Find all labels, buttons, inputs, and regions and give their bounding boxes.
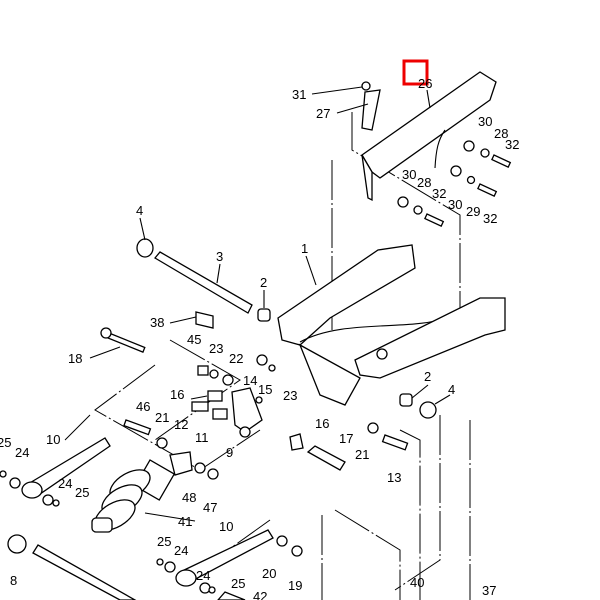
callout-29[interactable]: 29 bbox=[466, 204, 480, 219]
callout-25[interactable]: 25 bbox=[75, 485, 89, 500]
callout-2[interactable]: 2 bbox=[260, 275, 267, 290]
chain-guard bbox=[361, 71, 497, 202]
callout-16[interactable]: 16 bbox=[170, 387, 184, 402]
callout-27[interactable]: 27 bbox=[316, 106, 330, 121]
relay-arm-parts bbox=[100, 327, 437, 471]
callout-4[interactable]: 4 bbox=[136, 203, 143, 218]
callout-42[interactable]: 42 bbox=[253, 589, 267, 600]
callout-23[interactable]: 23 bbox=[209, 341, 223, 356]
callout-16[interactable]: 16 bbox=[315, 416, 329, 431]
callout-24[interactable]: 24 bbox=[196, 568, 210, 583]
callout-2[interactable]: 2 bbox=[424, 369, 431, 384]
highlight-box bbox=[402, 59, 429, 86]
callout-41[interactable]: 41 bbox=[178, 514, 192, 529]
callout-24[interactable]: 24 bbox=[58, 476, 72, 491]
callout-18[interactable]: 18 bbox=[68, 351, 82, 366]
callout-21[interactable]: 21 bbox=[155, 410, 169, 425]
part-number-labels: 31 26 27 30 28 32 30 28 32 30 29 32 4 3 … bbox=[0, 76, 519, 600]
callout-24[interactable]: 24 bbox=[174, 543, 188, 558]
callout-47[interactable]: 47 bbox=[203, 500, 217, 515]
callout-40[interactable]: 40 bbox=[410, 575, 424, 590]
pivot-shaft bbox=[136, 238, 271, 329]
callout-22[interactable]: 22 bbox=[229, 351, 243, 366]
callout-10[interactable]: 10 bbox=[46, 432, 60, 447]
callout-25[interactable]: 25 bbox=[157, 534, 171, 549]
lower-shaft bbox=[7, 534, 246, 600]
rear-shock bbox=[91, 451, 219, 533]
callout-46[interactable]: 46 bbox=[136, 399, 150, 414]
callout-8[interactable]: 8 bbox=[10, 573, 17, 588]
callout-21[interactable]: 21 bbox=[355, 447, 369, 462]
callout-19[interactable]: 19 bbox=[288, 578, 302, 593]
callout-30[interactable]: 30 bbox=[402, 167, 416, 182]
callout-9[interactable]: 9 bbox=[226, 445, 233, 460]
callout-24[interactable]: 24 bbox=[15, 445, 29, 460]
callout-3[interactable]: 3 bbox=[216, 249, 223, 264]
callout-13[interactable]: 13 bbox=[387, 470, 401, 485]
callout-17[interactable]: 17 bbox=[339, 431, 353, 446]
callout-25[interactable]: 25 bbox=[231, 576, 245, 591]
callout-28[interactable]: 28 bbox=[417, 175, 431, 190]
callout-38[interactable]: 38 bbox=[150, 315, 164, 330]
callout-1[interactable]: 1 bbox=[301, 241, 308, 256]
callout-32[interactable]: 32 bbox=[432, 186, 446, 201]
callout-11[interactable]: 11 bbox=[195, 430, 209, 445]
callout-32[interactable]: 32 bbox=[483, 211, 497, 226]
chain-guard-fasteners bbox=[397, 140, 512, 228]
connecting-rods bbox=[0, 437, 303, 594]
callout-12[interactable]: 12 bbox=[174, 417, 188, 432]
callout-28[interactable]: 28 bbox=[494, 126, 508, 141]
callout-26[interactable]: 26 bbox=[418, 76, 432, 91]
callout-10[interactable]: 10 bbox=[219, 519, 233, 534]
swingarm bbox=[277, 244, 506, 406]
callout-48[interactable]: 48 bbox=[182, 490, 196, 505]
callout-45[interactable]: 45 bbox=[187, 332, 201, 347]
callout-14[interactable]: 14 bbox=[243, 373, 257, 388]
callout-31[interactable]: 31 bbox=[292, 87, 306, 102]
callout-32[interactable]: 32 bbox=[505, 137, 519, 152]
callout-30[interactable]: 30 bbox=[478, 114, 492, 129]
callout-20[interactable]: 20 bbox=[262, 566, 276, 581]
callout-30[interactable]: 30 bbox=[448, 197, 462, 212]
callout-4[interactable]: 4 bbox=[448, 382, 455, 397]
callout-23[interactable]: 23 bbox=[283, 388, 297, 403]
callout-37[interactable]: 37 bbox=[482, 583, 496, 598]
callout-25[interactable]: 25 bbox=[0, 435, 11, 450]
callout-15[interactable]: 15 bbox=[258, 382, 272, 397]
leader-lines bbox=[89, 86, 451, 522]
